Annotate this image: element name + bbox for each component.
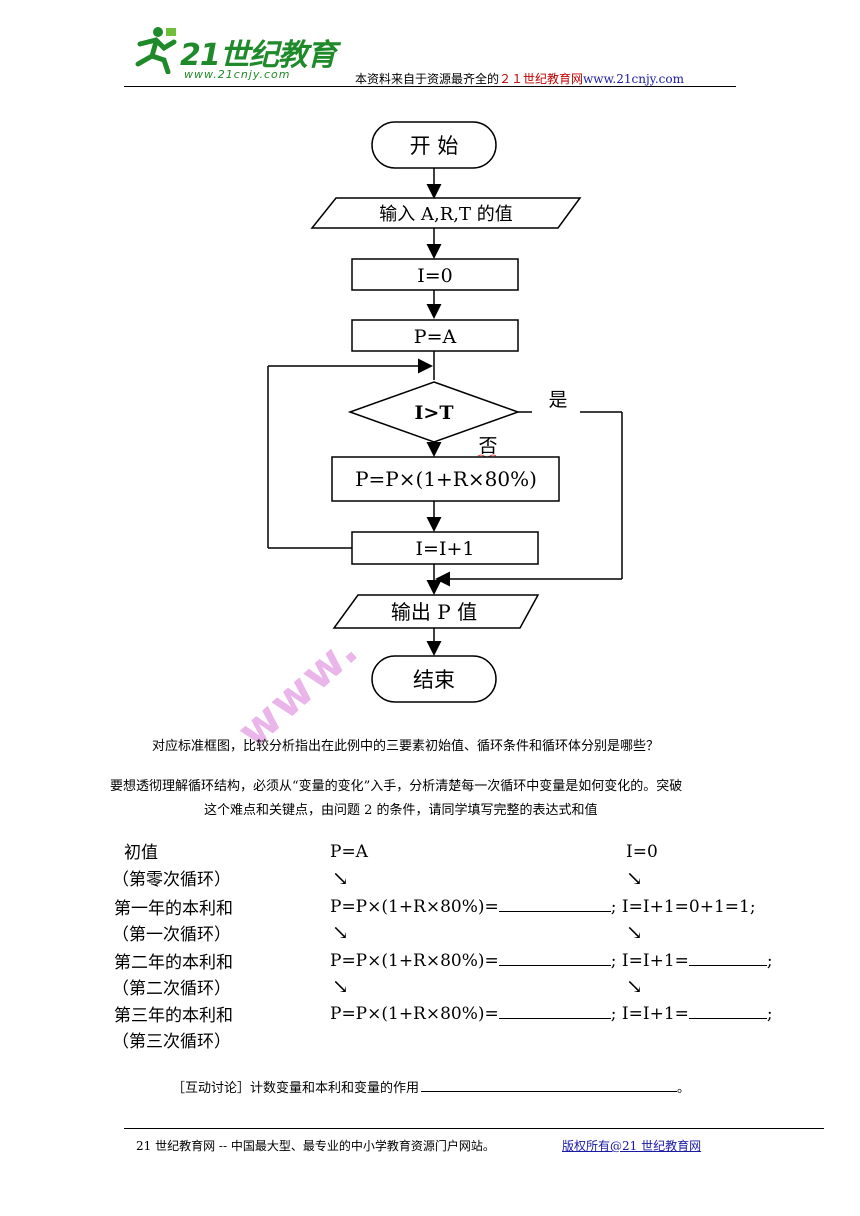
row2-p: P=P×(1+R×80%)= [330, 951, 499, 971]
row3-i: I=I+1= [621, 1004, 689, 1024]
header-divider [124, 86, 736, 87]
row1-p: P=P×(1+R×80%)= [330, 897, 499, 917]
row2-arrow-i: ↘ [626, 974, 643, 998]
logo-url-text: www.21cnjy.com [184, 68, 291, 81]
header-link[interactable]: www.21cnjy.com [583, 72, 684, 86]
row2-i: I=I+1= [621, 951, 689, 971]
row0-label-sub: （第零次循环） [112, 870, 231, 890]
row3-p: P=P×(1+R×80%)= [330, 1004, 499, 1024]
row0-p: P=A [330, 842, 368, 862]
start-label: 开 始 [410, 134, 459, 158]
row1-label: 第一年的本利和 [114, 899, 233, 919]
site-logo: 21世纪教育 www.21cnjy.com [128, 24, 338, 84]
row3-p-row: P=P×(1+R×80%)=; I=I+1=; [330, 1002, 773, 1024]
init-p-label: P=A [414, 326, 457, 348]
row2-p-row: P=P×(1+R×80%)=; I=I+1=; [330, 949, 773, 971]
explanation-line-2: 这个难点和关键点，由问题 2 的条件，请同学填写完整的表达式和值 [204, 803, 598, 818]
input-label: 输入 A,R,T 的值 [379, 204, 512, 225]
init-i-label: I=0 [417, 265, 453, 287]
header-site-name: ２１世纪教育网 [499, 72, 584, 86]
runner-logo-icon [135, 27, 177, 74]
row3-p-blank[interactable] [498, 1002, 611, 1019]
init-i-box [351, 258, 519, 291]
discussion-blank[interactable] [421, 1079, 678, 1092]
discussion-text: ［互动讨论］计数变量和本利和变量的作用 [172, 1081, 420, 1096]
input-parallelogram [310, 197, 582, 229]
output-label: 输出 P 值 [391, 600, 477, 624]
row2-arrow-p: ↘ [332, 974, 349, 998]
flowchart: 开 始 输入 A,R,T 的值 I=0 P=A I>T 是 否 P=P×(1+R… [262, 108, 642, 708]
yes-label: 是 [548, 389, 567, 411]
row0-i: I=0 [626, 842, 658, 862]
init-p-box [351, 319, 519, 352]
row2-i-blank[interactable] [688, 949, 767, 966]
update-p-box [331, 456, 560, 502]
row2-p-blank[interactable] [498, 949, 611, 966]
logo-brand-text: 21世纪教育 [180, 38, 337, 73]
row2-label: 第二年的本利和 [114, 953, 233, 973]
question-paragraph: 对应标准框图，比较分析指出在此例中的三要素初始值、循环条件和循环体分别是哪些？ [152, 739, 660, 754]
row3-label-sub: （第三次循环） [112, 1032, 231, 1052]
row1-arrow-p: ↘ [332, 920, 349, 944]
row1-p-blank[interactable] [498, 895, 611, 912]
row1-i: I=I+1=0+1=1; [621, 897, 756, 917]
row1-sep: ; [610, 897, 617, 917]
row1-label-sub: （第一次循环） [112, 925, 231, 945]
header-prefix: 本资料来自于资源最齐全的 [355, 72, 500, 86]
loop-table: 初值 （第零次循环） P=A I=0 ↘ ↘ 第一年的本利和 （第一次循环） P… [110, 838, 790, 1058]
row3-label: 第三年的本利和 [114, 1006, 233, 1026]
row3-sep-end: ; [766, 1004, 773, 1024]
end-terminal [371, 655, 497, 703]
discussion-end: 。 [677, 1081, 691, 1096]
row3-sep: ; [610, 1004, 617, 1024]
end-label: 结束 [413, 668, 455, 692]
row0-label: 初值 [124, 843, 158, 863]
output-parallelogram [332, 594, 540, 629]
header-text: 本资料来自于资源最齐全的２１世纪教育网www.21cnjy.com [355, 70, 684, 87]
explanation-line-1: 要想透彻理解循环结构，必须从“变量的变化”入手，分析清楚每一次循环中变量是如何变… [110, 779, 683, 794]
update-p-label: P=P×(1+R×80%) [355, 467, 537, 491]
row2-sep-end: ; [766, 951, 773, 971]
row1-p-row: P=P×(1+R×80%)=; I=I+1=0+1=1; [330, 895, 756, 917]
flowchart-svg: 开 始 输入 A,R,T 的值 I=0 P=A I>T 是 否 P=P×(1+R… [267, 121, 623, 703]
discussion-prompt: ［互动讨论］计数变量和本利和变量的作用 。 [172, 1077, 690, 1096]
condition-label: I>T [415, 402, 454, 424]
row3-i-blank[interactable] [688, 1002, 767, 1019]
update-i-label: I=I+1 [416, 538, 475, 560]
footer-copyright-link[interactable]: 版权所有@21 世纪教育网 [562, 1139, 702, 1153]
row0-arrow-i: ↘ [626, 866, 643, 890]
footer-text: 21 世纪教育网 -- 中国最大型、最专业的中小学教育资源门户网站。 [136, 1139, 495, 1153]
no-label: 否 [478, 435, 497, 457]
footer-divider [124, 1128, 824, 1129]
row2-label-sub: （第二次循环） [112, 979, 231, 999]
row1-arrow-i: ↘ [626, 920, 643, 944]
row2-sep: ; [610, 951, 617, 971]
row0-arrow-p: ↘ [332, 866, 349, 890]
update-i-box [351, 531, 539, 565]
